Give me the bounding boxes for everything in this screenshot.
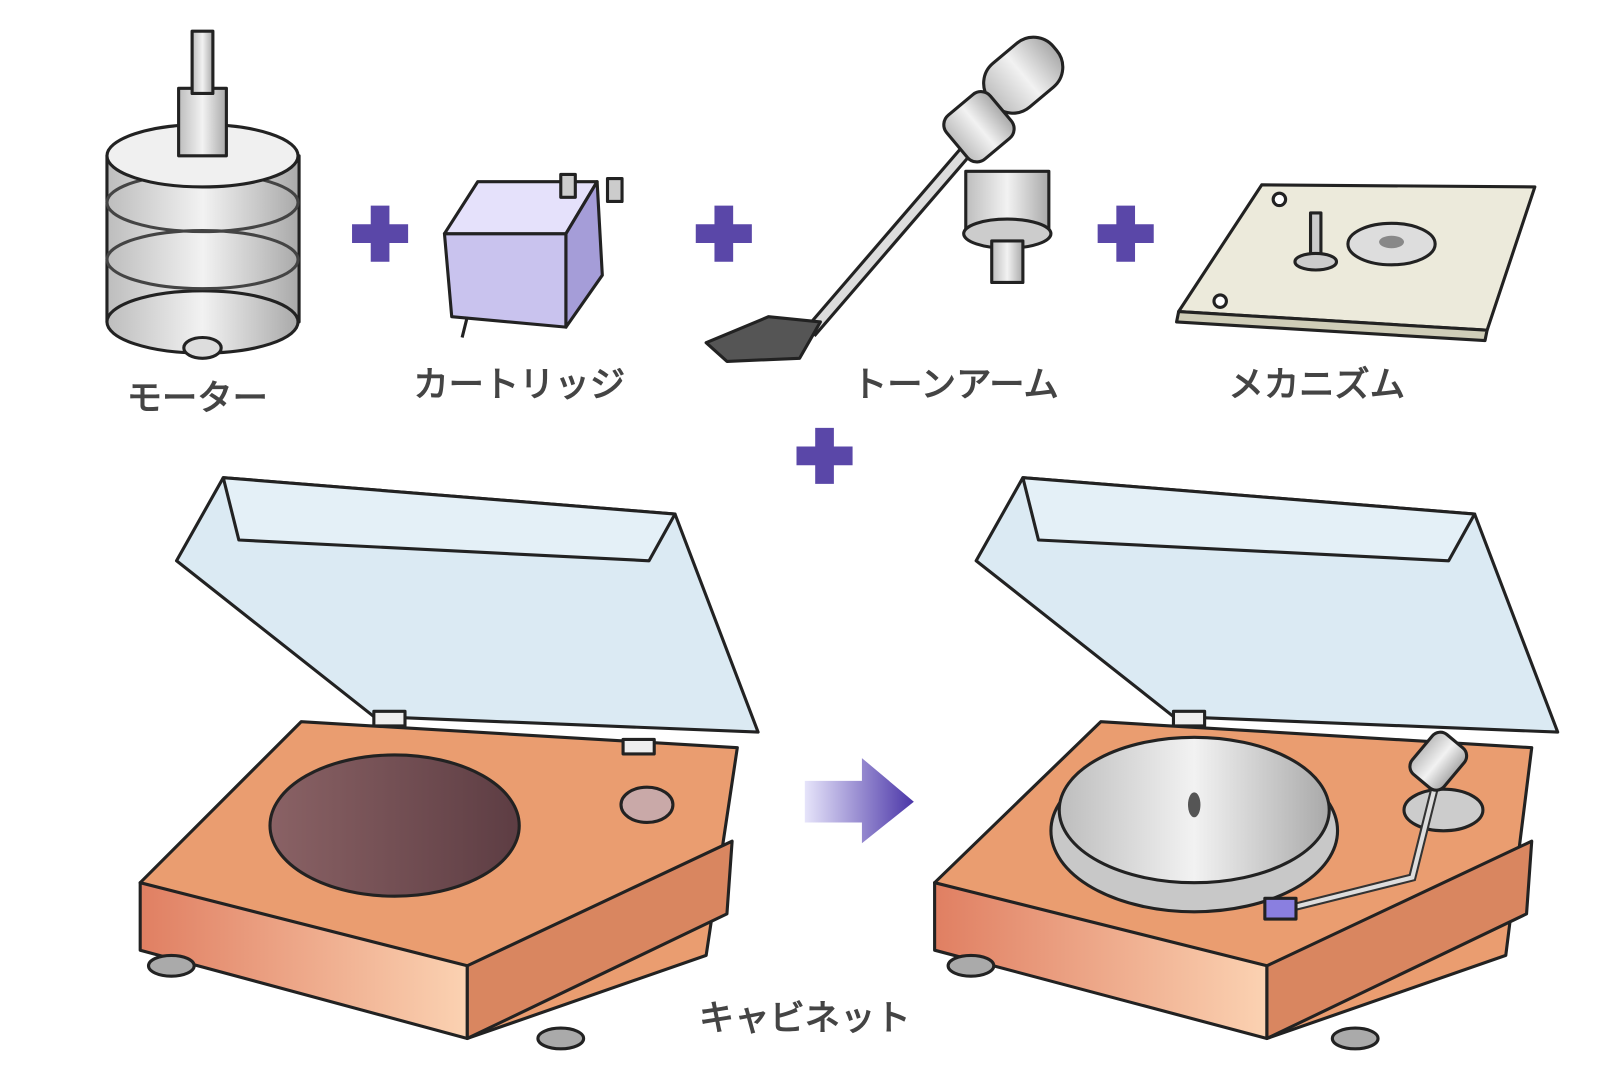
- plus-icon: [695, 205, 752, 262]
- label-cabinet: キャビネット: [699, 998, 911, 1039]
- plus-icon: [352, 205, 409, 262]
- label-cartridge: カートリッジ: [413, 365, 625, 406]
- tonearm-illustration: [704, 35, 1065, 363]
- plus-icon: [796, 427, 853, 484]
- label-motor: モーター: [127, 378, 268, 419]
- arrow-right-icon: [804, 758, 914, 844]
- motor-illustration: [105, 29, 301, 360]
- cartridge-illustration: [442, 172, 624, 338]
- mechanism-illustration: [1175, 183, 1537, 343]
- plus-icons: [352, 205, 1154, 484]
- plus-icon: [1097, 205, 1154, 262]
- cabinet-empty-illustration: [138, 476, 760, 1051]
- label-mechanism: メカニズム: [1229, 365, 1405, 406]
- turntable-assembled-illustration: [933, 476, 1560, 1051]
- label-tonearm: トーンアーム: [852, 365, 1059, 406]
